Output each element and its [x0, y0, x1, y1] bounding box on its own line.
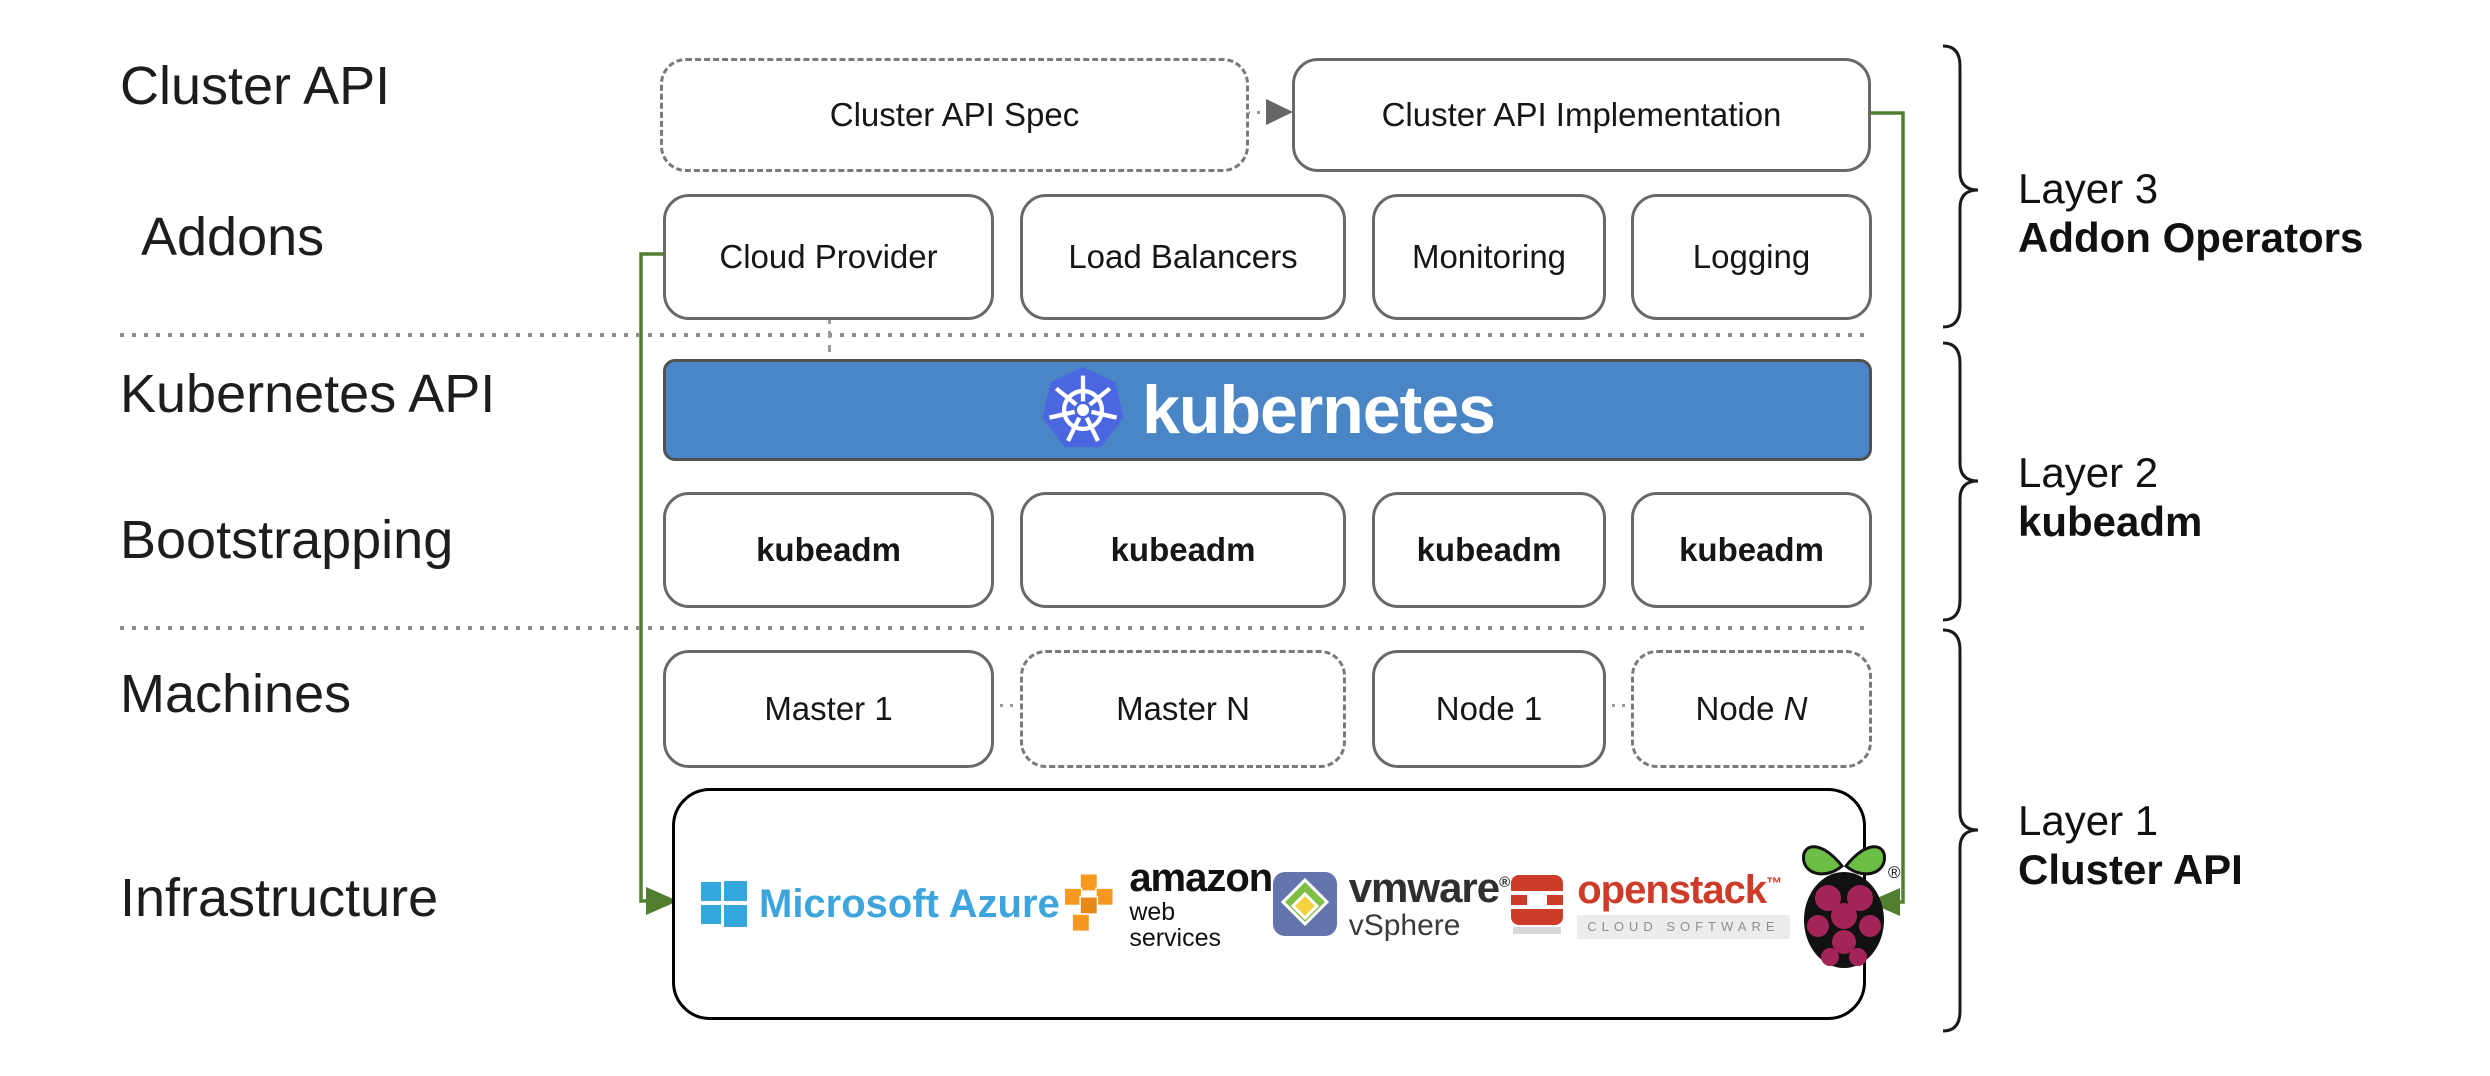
addon-box-monitoring: Monitoring: [1372, 194, 1606, 320]
layer1-line1: Layer 1: [2018, 797, 2159, 844]
logging-label: Logging: [1692, 238, 1811, 275]
cluster-api-spec-label: Cluster API Spec: [829, 96, 1080, 133]
azure-windows-icon: [701, 881, 747, 927]
layer2-line2: kubeadm: [2018, 498, 2203, 545]
openstack-logo: openstack™ CLOUD SOFTWARE: [1509, 868, 1790, 939]
openstack-wordmark: openstack™: [1577, 868, 1782, 913]
openstack-icon: [1509, 874, 1566, 934]
master-1-label: Master 1: [764, 690, 893, 727]
machine-box-node-n: Node N: [1631, 650, 1872, 768]
separator-dotted-bottom: [120, 626, 1872, 630]
kubeadm-box-1: kubeadm: [663, 492, 994, 608]
layer2-label: Layer 2 kubeadm: [2018, 448, 2202, 546]
raspberry-reg-mark: ®: [1888, 863, 1901, 882]
node-n-label: Node N: [1695, 690, 1808, 727]
brace-layer3-icon: [1942, 44, 1979, 329]
aws-wordmark: amazon: [1129, 855, 1273, 900]
row-label-machines: Machines: [120, 664, 352, 724]
layer3-line1: Layer 3: [2018, 165, 2159, 212]
vmware-logo: vmware® vSphere: [1272, 864, 1511, 943]
cloud-provider-drop-dashed-line: [828, 317, 831, 358]
monitoring-label: Monitoring: [1411, 238, 1567, 275]
kubeadm-label: kubeadm: [1110, 531, 1256, 568]
kubeadm-box-2: kubeadm: [1020, 492, 1346, 608]
kubernetes-helm-icon: [1042, 367, 1124, 447]
row-label-cluster-api: Cluster API: [120, 56, 391, 116]
brace-layer2-icon: [1942, 341, 1979, 622]
aws-subtext: web services: [1129, 897, 1221, 952]
addon-box-load-balancers: Load Balancers: [1020, 194, 1346, 320]
spec-to-impl-dotted-line: [1247, 111, 1271, 114]
azure-logo: Microsoft Azure: [701, 881, 1060, 927]
row-label-bootstrapping: Bootstrapping: [120, 510, 454, 570]
kubernetes-wordmark: kubernetes: [1142, 372, 1496, 448]
spec-to-impl-arrow-icon: [1266, 99, 1293, 125]
layer2-line1: Layer 2: [2018, 449, 2159, 496]
infrastructure-box: Microsoft Azure amazon web services: [672, 788, 1901, 1020]
node-1-label: Node 1: [1435, 690, 1543, 727]
load-balancers-label: Load Balancers: [1068, 238, 1298, 275]
layer1-label: Layer 1 Cluster API: [2018, 796, 2243, 894]
machine-box-master-n: Master N: [1020, 650, 1346, 768]
addon-box-cloud-provider: Cloud Provider: [663, 194, 994, 320]
vmware-icon: [1272, 872, 1337, 936]
kubeadm-label: kubeadm: [1679, 531, 1824, 568]
row-label-kubernetes-api: Kubernetes API: [120, 364, 496, 424]
brace-layer1-icon: [1942, 628, 1979, 1033]
layer1-line2: Cluster API: [2018, 846, 2243, 893]
layer3-line2: Addon Operators: [2018, 214, 2364, 261]
kubeadm-label: kubeadm: [1416, 531, 1562, 568]
aws-logo: amazon web services: [1060, 857, 1273, 952]
raspberry-pi-icon: ®: [1801, 845, 1901, 968]
machine-box-master-1: Master 1: [663, 650, 994, 768]
node-dotted-connector: [1602, 704, 1629, 707]
azure-wordmark: Microsoft Azure: [759, 881, 1060, 926]
kubeadm-label: kubeadm: [756, 531, 901, 568]
machine-box-node-1: Node 1: [1372, 650, 1606, 768]
vsphere-label: vSphere: [1348, 909, 1461, 943]
row-label-addons: Addons: [141, 207, 325, 267]
master-n-label: Master N: [1116, 690, 1250, 727]
openstack-badge: CLOUD SOFTWARE: [1577, 915, 1790, 939]
vmware-wordmark: vmware®: [1348, 864, 1511, 912]
separator-dotted-top: [120, 333, 1872, 337]
kubeadm-box-3: kubeadm: [1372, 492, 1606, 608]
cluster-api-spec-box: Cluster API Spec: [660, 58, 1249, 172]
row-label-infrastructure: Infrastructure: [120, 868, 439, 928]
raspberry-pi-logo: ®: [1790, 836, 1902, 972]
aws-cubes-icon: [1063, 873, 1114, 933]
cluster-api-implementation-box: Cluster API Implementation: [1292, 58, 1871, 172]
cluster-api-implementation-label: Cluster API Implementation: [1381, 96, 1782, 133]
kubernetes-bar: kubernetes: [663, 359, 1872, 461]
master-dotted-connector: [990, 704, 1018, 707]
cloud-provider-label: Cloud Provider: [719, 238, 938, 275]
kubeadm-box-4: kubeadm: [1631, 492, 1872, 608]
addon-box-logging: Logging: [1631, 194, 1872, 320]
layer3-label: Layer 3 Addon Operators: [2018, 164, 2363, 262]
